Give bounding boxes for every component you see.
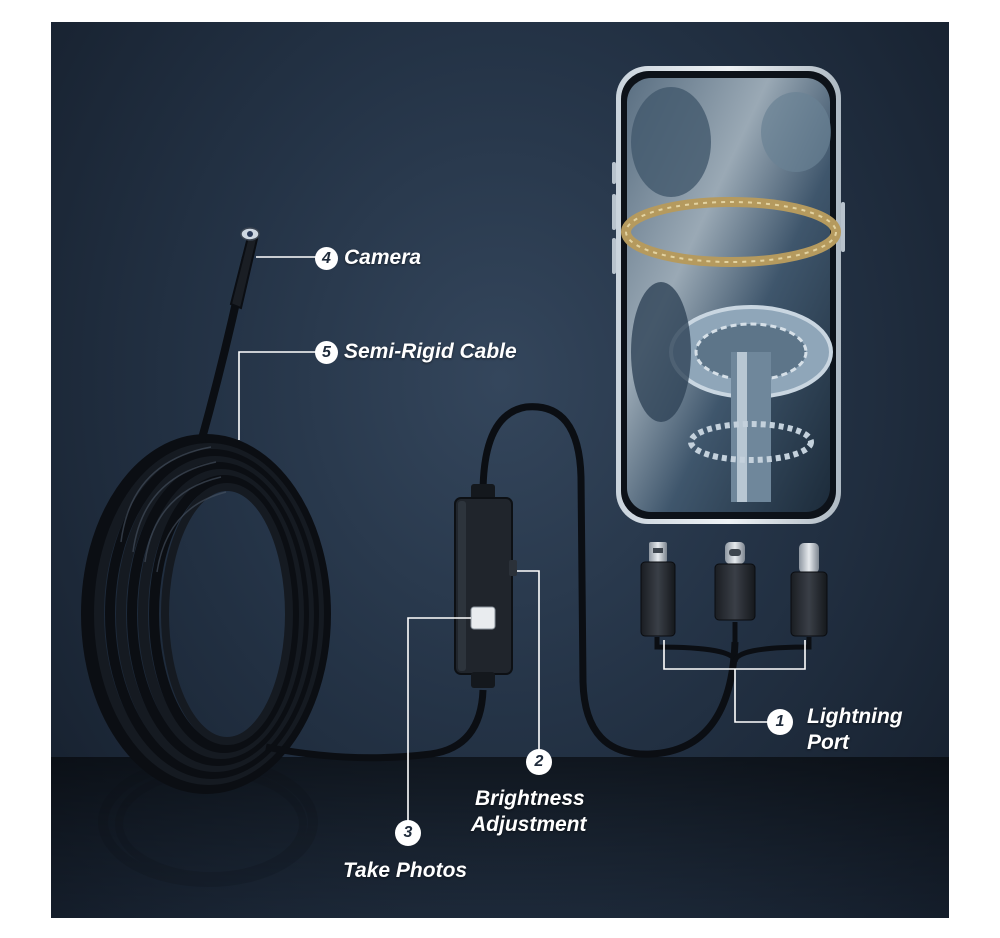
callout-semi-rigid-cable: 5 Semi-Rigid Cable xyxy=(315,339,517,365)
callout-text: Camera xyxy=(344,246,422,269)
micro-usb-plug xyxy=(640,542,676,637)
splitter-wires xyxy=(654,622,812,663)
callout-take-photos: Take Photos xyxy=(343,858,467,884)
callout-number-take-photos: 3 xyxy=(395,820,421,846)
usb-c-plug xyxy=(714,542,756,621)
cable-coil xyxy=(81,434,331,794)
cable-to-control xyxy=(265,689,487,762)
take-photo-button xyxy=(470,606,496,630)
callout-number: 4 xyxy=(315,246,338,270)
lightning-plug xyxy=(790,543,828,637)
gear-image xyxy=(621,87,841,502)
callout-brightness-adjustment: Brightness Adjustment xyxy=(471,786,587,838)
cable-loop xyxy=(479,403,739,758)
callout-text-line-2: Adjustment xyxy=(471,813,587,836)
callout-text-line-1: Brightness xyxy=(475,787,585,810)
camera-probe xyxy=(229,227,260,310)
callout-camera: 4 Camera xyxy=(315,245,421,271)
cable-coil-highlight xyxy=(120,446,227,573)
callout-text: Take Photos xyxy=(343,859,468,882)
leader-lines xyxy=(238,256,806,822)
callout-text: Semi-Rigid Cable xyxy=(344,340,517,363)
callout-number: 5 xyxy=(315,340,338,364)
control-unit xyxy=(454,484,517,688)
callout-text-line-2: Port xyxy=(807,731,849,754)
product-illustration xyxy=(51,66,949,918)
smartphone xyxy=(612,66,845,524)
product-diagram: 4 Camera 5 Semi-Rigid Cable 1 Lightning Po… xyxy=(51,22,949,918)
callout-lightning-port: Lightning Port xyxy=(807,704,903,756)
callout-number-lightning-port: 1 xyxy=(767,709,793,735)
callout-text-line-1: Lightning xyxy=(807,705,903,728)
callout-number-brightness: 2 xyxy=(526,749,552,775)
